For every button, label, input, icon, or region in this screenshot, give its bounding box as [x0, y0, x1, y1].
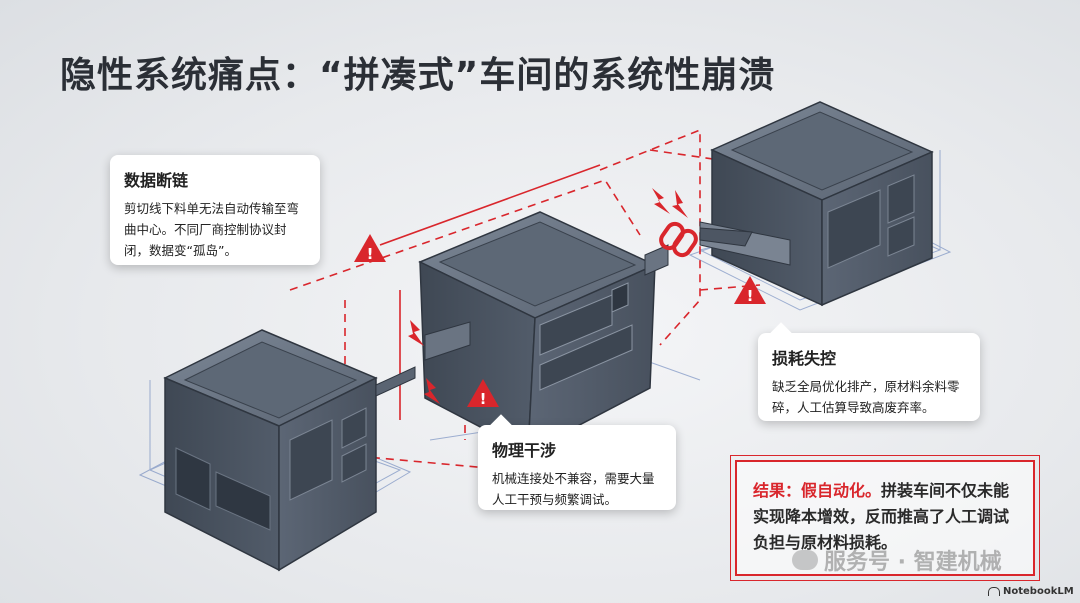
- warning-icons: ! ! !: [354, 234, 766, 408]
- brand-text: NotebookLM: [1003, 586, 1074, 597]
- watermark-text: 服务号 · 智建机械: [824, 550, 1002, 575]
- interference-solid: [379, 164, 601, 420]
- svg-text:!: !: [747, 287, 754, 305]
- callout-heading: 物理干涉: [492, 441, 557, 460]
- callout-data-break: 数据断链 剪切线下料单无法自动传输至弯曲中心。不同厂商控制协议封闭，数据变“孤岛…: [110, 155, 320, 265]
- machine-left: [163, 329, 416, 572]
- svg-text:!: !: [480, 390, 487, 408]
- machine-right: [699, 101, 934, 307]
- result-text: 拼装车间不仅未能实现降本增效，反而推高了人工调试负担与原材料损耗。: [753, 481, 1010, 552]
- machine-middle: [418, 211, 669, 454]
- callout-body: 缺乏全局优化排产，原材料余料零碎，人工估算导致高废弃率。: [772, 379, 960, 415]
- wechat-icon: [792, 550, 818, 570]
- callout-loss: 损耗失控 缺乏全局优化排产，原材料余料零碎，人工估算导致高废弃率。: [758, 322, 980, 421]
- callout-body: 剪切线下料单无法自动传输至弯曲中心。不同厂商控制协议封闭，数据变“孤岛”。: [124, 201, 300, 258]
- svg-text:!: !: [367, 245, 374, 263]
- callout-heading: 损耗失控: [772, 349, 837, 368]
- broken-chain-icon: [659, 221, 698, 258]
- callout-heading: 数据断链: [124, 171, 189, 190]
- result-box: 结果：假自动化。拼装车间不仅未能实现降本增效，反而推高了人工调试负担与原材料损耗…: [730, 455, 1040, 581]
- notebooklm-icon: [988, 587, 1000, 596]
- result-label: 结果：假自动化。: [753, 481, 882, 500]
- watermark: 服务号 · 智建机械: [792, 544, 1002, 576]
- lightning-icons: [408, 188, 688, 404]
- callout-body: 机械连接处不兼容，需要大量人工干预与频繁调试。: [492, 471, 655, 507]
- page-title: 隐性系统痛点：“拼凑式”车间的系统性崩溃: [60, 55, 776, 96]
- callout-interference: 物理干涉 机械连接处不兼容，需要大量人工干预与频繁调试。: [478, 414, 676, 510]
- brand-logo: NotebookLM: [988, 586, 1074, 597]
